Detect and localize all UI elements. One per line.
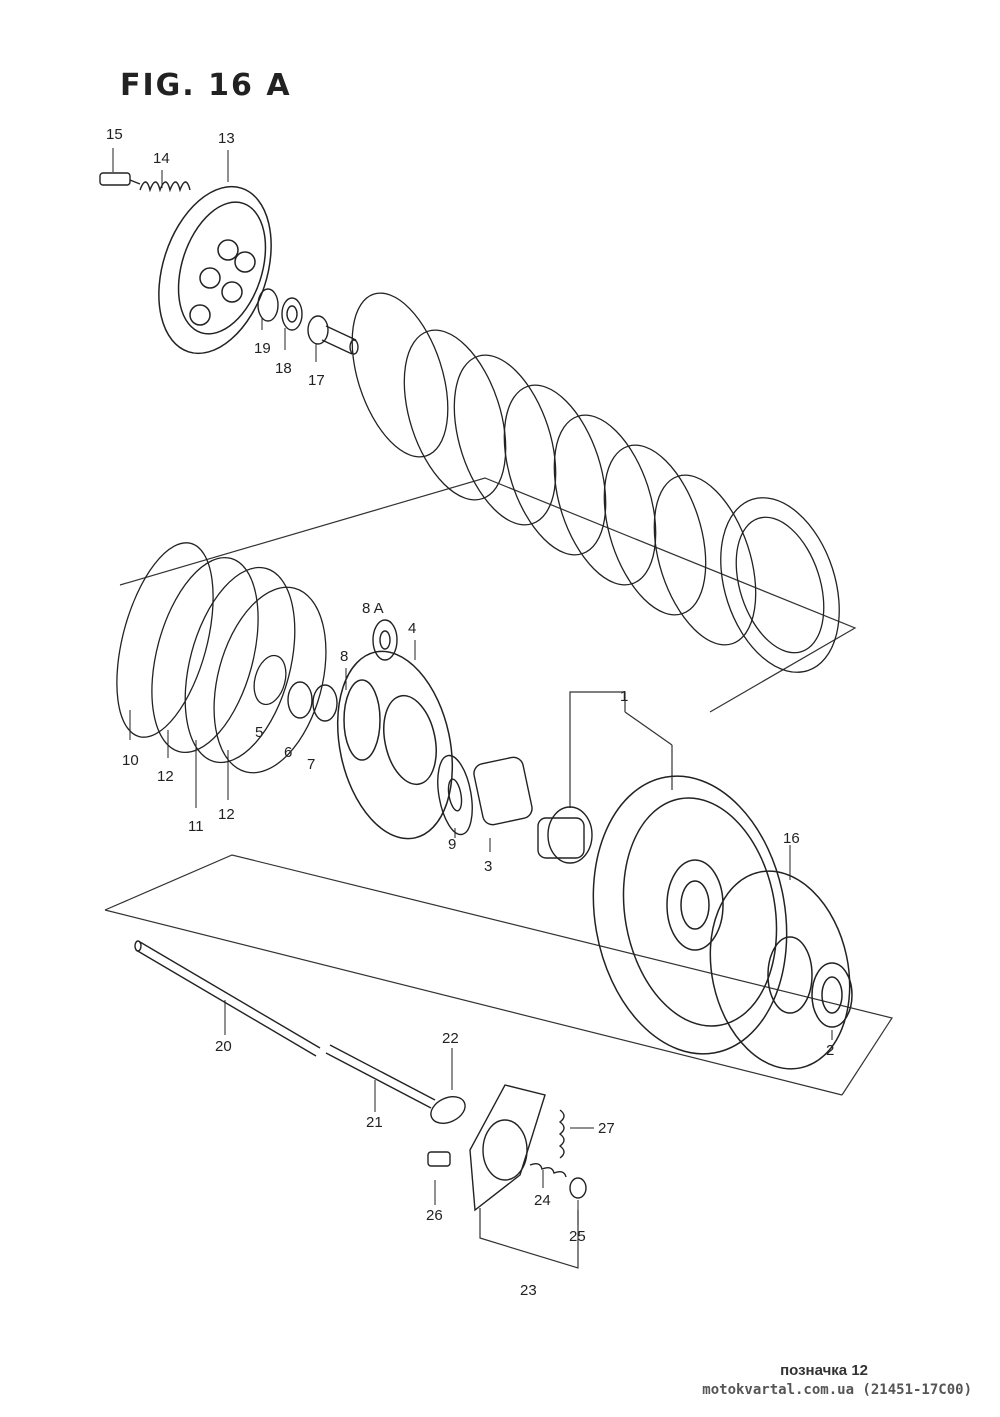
footer-note: позначка 12	[780, 1362, 868, 1379]
assembly-outline-lines	[104, 477, 893, 1269]
leader-lines	[112, 148, 833, 1225]
callout-3: 3	[484, 858, 493, 875]
figure-title: FIG. 16 A	[120, 68, 292, 103]
callout-8: 8	[340, 648, 349, 665]
callout-4: 4	[408, 620, 417, 637]
callout-11: 11	[188, 818, 204, 835]
callout-26: 26	[426, 1207, 443, 1224]
callout-12a: 12	[157, 768, 174, 785]
bolt-and-spring	[99, 172, 191, 193]
callout-22: 22	[442, 1030, 459, 1047]
callout-12b: 12	[218, 806, 235, 823]
callout-6: 6	[284, 744, 293, 761]
callout-24: 24	[534, 1192, 551, 1209]
callout-25: 25	[569, 1228, 586, 1245]
callout-5: 5	[255, 724, 264, 741]
left-plate-group	[116, 542, 327, 774]
callout-7: 7	[307, 756, 316, 773]
starter-gear	[709, 870, 853, 1070]
callout-18: 18	[275, 360, 292, 377]
callout-27: 27	[598, 1120, 615, 1137]
pressure-plate	[158, 185, 272, 355]
bearing-and-spacer	[437, 754, 593, 864]
callout-8a: 8 A	[362, 600, 384, 617]
callout-23: 23	[520, 1282, 537, 1299]
callout-17: 17	[308, 372, 325, 389]
callout-1: 1	[620, 688, 629, 705]
clutch-housing	[592, 775, 788, 1055]
push-rods	[134, 940, 436, 1109]
callout-9: 9	[448, 836, 457, 853]
clutch-plate-stack	[351, 292, 840, 673]
footer-source: motokvartal.com.ua (21451-17C00)	[702, 1382, 972, 1398]
release-lever-assembly	[427, 1084, 587, 1212]
clutch-hub	[336, 650, 454, 840]
callout-2: 2	[826, 1042, 835, 1059]
callout-21: 21	[366, 1114, 383, 1131]
washer-bearing-rod	[257, 288, 359, 355]
callout-15: 15	[106, 126, 123, 143]
callout-20: 20	[215, 1038, 232, 1055]
callout-10: 10	[122, 752, 139, 769]
callout-13: 13	[218, 130, 235, 147]
small-washers	[287, 619, 398, 722]
callout-14: 14	[153, 150, 170, 167]
callout-16: 16	[783, 830, 800, 847]
callout-19: 19	[254, 340, 271, 357]
